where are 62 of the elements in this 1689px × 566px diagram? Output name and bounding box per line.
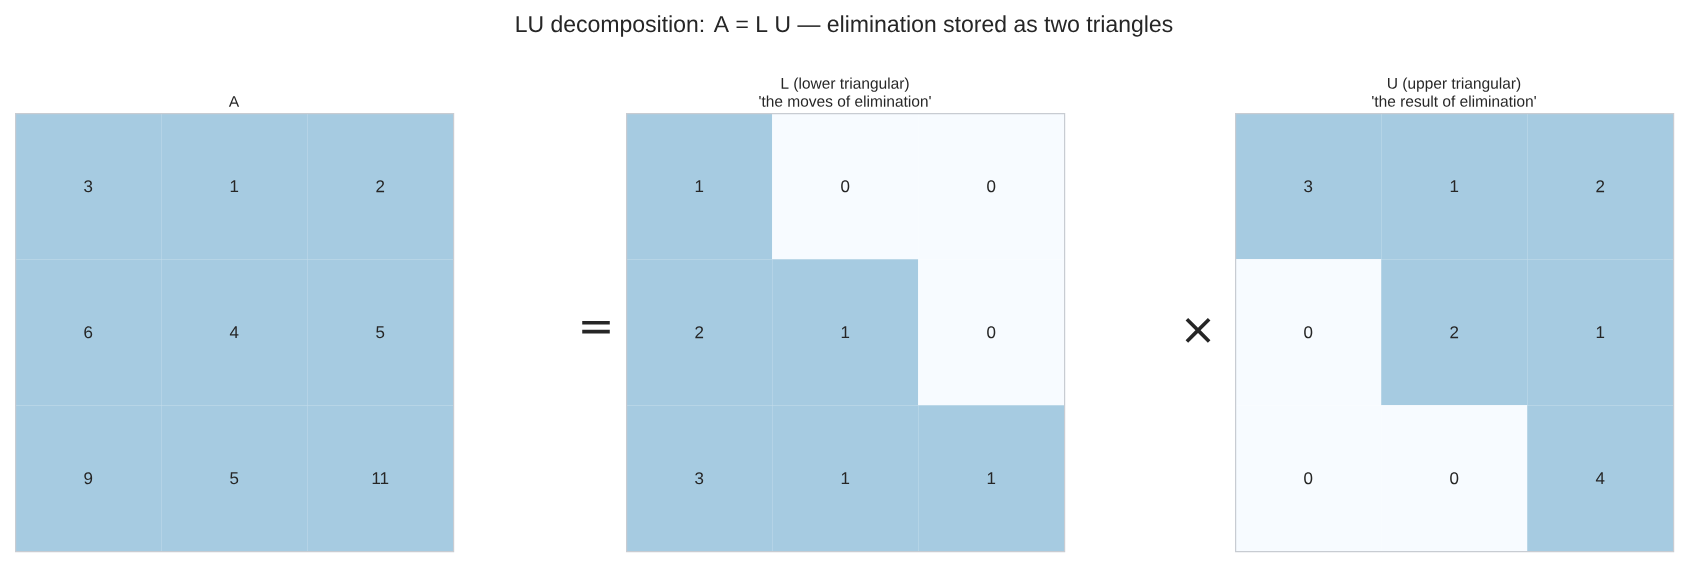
matrix-cell: 0: [918, 259, 1065, 406]
node-label: 2: [695, 326, 704, 339]
node-label: 5: [376, 326, 385, 339]
node-label: 0: [841, 180, 850, 193]
matrix-cell: 3: [1235, 113, 1382, 260]
node-label: 2: [1450, 326, 1459, 339]
node-label: 5: [230, 472, 239, 485]
matrix-cell: 0: [772, 113, 919, 260]
node-label: 'the result of elimination': [1372, 95, 1536, 107]
matrix-cell: 3: [15, 113, 162, 260]
operator-symbol: =: [582, 321, 610, 334]
node-label: 1: [230, 180, 239, 193]
node-label: 1: [841, 472, 850, 485]
matrix-cell: 1: [161, 113, 308, 260]
matrix-cell: 4: [161, 259, 308, 406]
matrix-cell: 5: [307, 259, 454, 406]
node-label: 'the moves of elimination': [759, 95, 931, 107]
operator-symbol: ×: [1185, 317, 1211, 343]
node-label: 1: [1596, 326, 1605, 339]
title: LU decomposition: A = L U — elimination stored as two triangles: [516, 15, 1173, 37]
matrix-cell: 0: [1235, 259, 1382, 406]
matrix-cell: 4: [1527, 405, 1674, 552]
matrix-cell: 3: [626, 405, 773, 552]
node-label: 2: [1596, 180, 1605, 193]
node-label: 2: [376, 180, 385, 193]
matrix-cell: 1: [1381, 113, 1528, 260]
matrix-cell: 11: [307, 405, 454, 552]
node-label: 0: [987, 326, 996, 339]
matrix-cell: 1: [626, 113, 773, 260]
matrix-cell: 0: [1381, 405, 1528, 552]
matrix-cell: 2: [1527, 113, 1674, 260]
node-label: 9: [84, 472, 93, 485]
node-label: 3: [1304, 180, 1313, 193]
matrix-cell: 2: [307, 113, 454, 260]
matrix-cell: 6: [15, 259, 162, 406]
node-label: 6: [84, 326, 93, 339]
node-label: 0: [1304, 326, 1313, 339]
node-label: U (upper triangular): [1388, 77, 1521, 92]
node-label: 1: [841, 326, 850, 339]
matrix-cell: 2: [626, 259, 773, 406]
node-label: 4: [229, 326, 239, 339]
node-label: 0: [1450, 472, 1459, 485]
node-label: 1: [987, 472, 996, 485]
node-label: A: [228, 96, 240, 107]
matrix-cell: 0: [918, 113, 1065, 260]
node-label: 1: [695, 180, 704, 193]
matrix-cell: 9: [15, 405, 162, 552]
matrix-cell: 5: [161, 405, 308, 552]
node-label: 3: [84, 180, 93, 193]
node-label: 11: [372, 472, 389, 485]
matrix-cell: 1: [772, 405, 919, 552]
matrix-cell: 1: [918, 405, 1065, 552]
matrix-cell: 1: [1527, 259, 1674, 406]
matrix-cell: 1: [772, 259, 919, 406]
node-label: 4: [1595, 472, 1605, 485]
node-label: 3: [695, 472, 704, 485]
node-label: L (lower triangular): [781, 77, 909, 92]
node-label: 1: [1450, 180, 1459, 193]
matrix-cell: 0: [1235, 405, 1382, 552]
node-label: 0: [1304, 472, 1313, 485]
matrix-cell: 2: [1381, 259, 1528, 406]
node-label: 0: [987, 180, 996, 193]
